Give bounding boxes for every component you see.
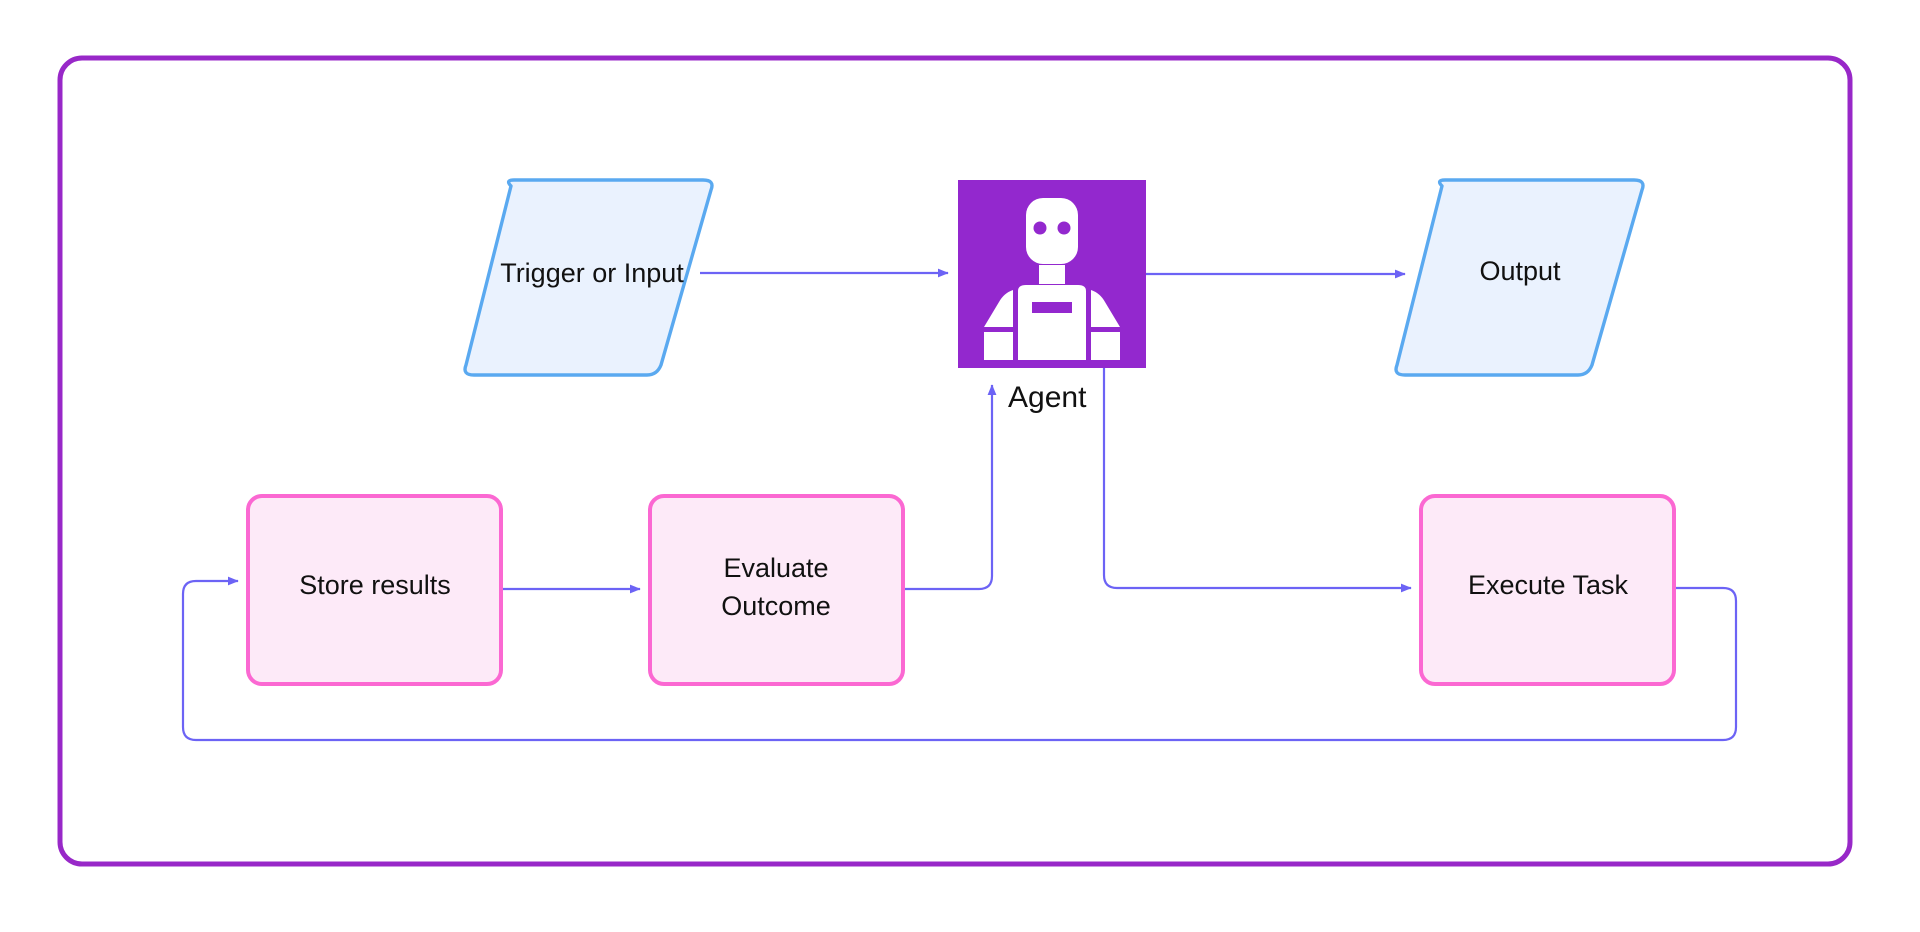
evaluate-outcome-box [648, 494, 905, 686]
outer-container-frame [57, 55, 1853, 867]
evaluate-outcome-label: Evaluate [723, 553, 828, 583]
execute-task-label: Execute Task [1468, 570, 1629, 600]
node-output[interactable]: Output [1394, 178, 1645, 377]
store-results-box [246, 494, 503, 686]
edge-execute-to-store [181, 576, 1738, 742]
edge-evaluate-to-agent [903, 384, 997, 591]
edge-agent-to-execute [1102, 368, 1412, 593]
node-store-results[interactable]: Store results [246, 494, 503, 686]
node-agent[interactable]: Agent [958, 180, 1146, 414]
output-label: Output [1479, 256, 1561, 286]
robot-icon [984, 198, 1120, 360]
trigger-parallelogram [463, 178, 714, 377]
trigger-label: Trigger or Input [500, 258, 684, 288]
execute-task-box [1419, 494, 1676, 686]
evaluate-outcome-label-2: Outcome [721, 591, 831, 621]
node-evaluate-outcome[interactable]: Evaluate Outcome [648, 494, 905, 686]
store-results-label: Store results [299, 570, 451, 600]
agent-label: Agent [1008, 381, 1087, 414]
node-execute-task[interactable]: Execute Task [1419, 494, 1676, 686]
output-parallelogram [1394, 178, 1645, 377]
node-trigger-or-input[interactable]: Trigger or Input [463, 178, 714, 377]
